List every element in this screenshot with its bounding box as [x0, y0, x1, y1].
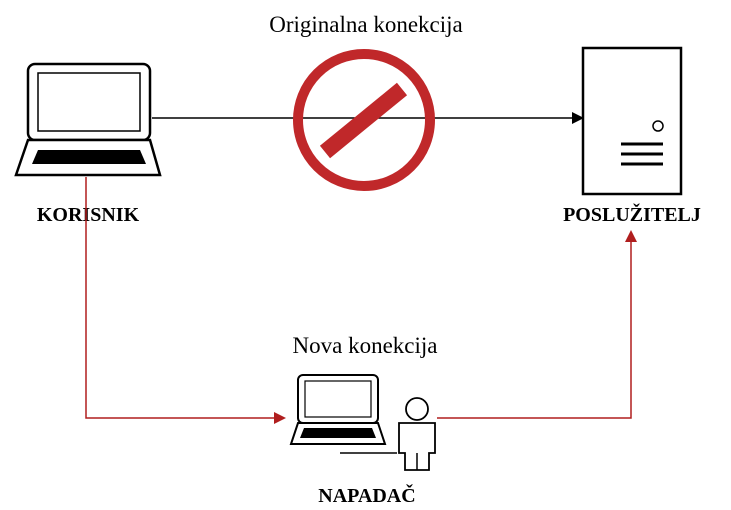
attacker-person-icon — [398, 397, 436, 471]
attacker-label: NAPADAČ — [318, 483, 415, 507]
user-laptop-icon — [14, 62, 162, 177]
new-connection-label: Nova konekcija — [293, 333, 438, 358]
prohibited-sign-icon — [293, 49, 435, 191]
attacker-to-server-line — [437, 230, 637, 419]
server-label: POSLUŽITELJ — [563, 202, 701, 226]
user-label: KORISNIK — [37, 204, 140, 226]
attacker-laptop-icon — [289, 374, 397, 454]
user-to-attacker-line — [85, 177, 286, 424]
server-tower-icon — [581, 46, 683, 196]
original-connection-label: Originalna konekcija — [269, 12, 463, 37]
